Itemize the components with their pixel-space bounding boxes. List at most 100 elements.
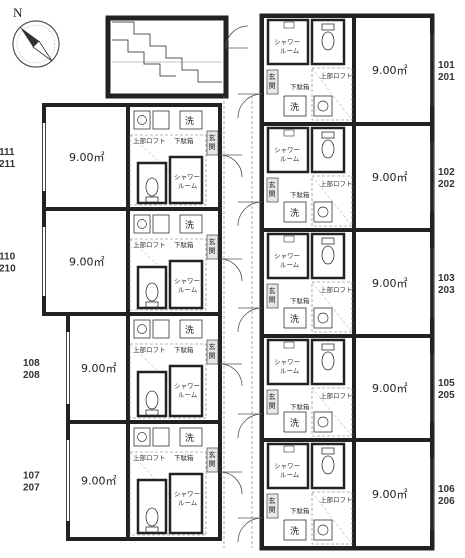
shoebox-label: 下駄箱 bbox=[290, 82, 310, 91]
shower-room-label: ルーム bbox=[280, 155, 300, 163]
room-area bbox=[42, 207, 130, 316]
unit-number-upper: 205 bbox=[438, 390, 455, 401]
appliance-icon bbox=[152, 427, 170, 447]
svg-text:関: 関 bbox=[209, 143, 216, 151]
svg-text:玄: 玄 bbox=[269, 72, 276, 81]
toilet-icon bbox=[145, 390, 159, 410]
entrance-area bbox=[206, 447, 219, 473]
svg-text:玄: 玄 bbox=[209, 237, 216, 246]
appliance-icon bbox=[152, 319, 170, 339]
shower-label: シャワー bbox=[274, 146, 300, 154]
svg-text:玄: 玄 bbox=[269, 286, 276, 295]
shower-room-label: ルーム bbox=[178, 286, 198, 294]
unit-number-upper: 201 bbox=[438, 72, 455, 83]
sink-icon bbox=[313, 95, 333, 117]
room-area-label: 9.00㎡ bbox=[372, 488, 408, 501]
shoebox-label: 下駄箱 bbox=[174, 345, 194, 354]
staircase bbox=[105, 15, 249, 99]
shoebox-label: 下駄箱 bbox=[174, 240, 194, 249]
svg-text:玄: 玄 bbox=[269, 496, 276, 505]
laundry-space bbox=[179, 319, 203, 339]
unit-number-upper: 210 bbox=[0, 264, 16, 275]
entrance-label: 玄関 bbox=[269, 286, 276, 304]
sink-icon bbox=[133, 319, 151, 339]
sink-icon bbox=[313, 307, 333, 329]
laundry-space bbox=[283, 519, 307, 541]
shower-room bbox=[168, 155, 204, 205]
room-area bbox=[66, 420, 130, 541]
room-area-label: 9.00㎡ bbox=[372, 64, 408, 77]
room-area-label: 9.00㎡ bbox=[81, 475, 117, 488]
svg-text:玄: 玄 bbox=[209, 133, 216, 142]
unit-number-upper: 211 bbox=[0, 159, 16, 170]
entrance-area bbox=[206, 130, 219, 156]
shower-room-label: ルーム bbox=[280, 471, 300, 479]
left-unit: 洗シャワールーム上部ロフト下駄箱玄関9.00㎡108208 bbox=[23, 312, 243, 424]
entrance-label: 玄関 bbox=[209, 450, 216, 468]
shower-label: シャワー bbox=[274, 38, 300, 46]
laundry-space bbox=[179, 427, 203, 447]
room-area bbox=[352, 438, 434, 550]
shoebox-label: 下駄箱 bbox=[174, 453, 194, 462]
shower-label: シャワー bbox=[174, 382, 200, 390]
unit-number-lower: 101 bbox=[438, 60, 455, 71]
shower-room bbox=[168, 472, 204, 535]
laundry-space bbox=[283, 307, 307, 329]
room-area-label: 9.00㎡ bbox=[372, 171, 408, 184]
toilet-icon bbox=[145, 177, 159, 197]
unit-number-lower: 103 bbox=[438, 273, 455, 284]
laundry-space bbox=[179, 110, 203, 130]
toilet-icon bbox=[321, 31, 335, 51]
toilet-icon bbox=[145, 507, 159, 527]
toilet-icon bbox=[321, 455, 335, 475]
laundry-label: 洗 bbox=[185, 219, 194, 231]
appliance-icon bbox=[152, 214, 170, 234]
sink-icon bbox=[133, 214, 151, 234]
loft-label: 上部ロフト bbox=[320, 391, 353, 400]
unit-number-upper: 202 bbox=[438, 179, 455, 190]
shower-label: シャワー bbox=[274, 358, 300, 366]
shower-room-label: ルーム bbox=[178, 391, 198, 399]
laundry-label: 洗 bbox=[290, 313, 299, 325]
svg-text:関: 関 bbox=[269, 296, 276, 304]
compass-icon: N bbox=[12, 5, 60, 68]
unit-number-lower: 106 bbox=[438, 484, 455, 495]
svg-text:玄: 玄 bbox=[209, 342, 216, 351]
unit-number-lower: 102 bbox=[438, 167, 455, 178]
shoebox-label: 下駄箱 bbox=[290, 402, 310, 411]
room-area bbox=[352, 122, 434, 232]
sink-icon bbox=[133, 427, 151, 447]
compass-north-label: N bbox=[13, 5, 23, 20]
loft-label: 上部ロフト bbox=[320, 179, 353, 188]
room-area-label: 9.00㎡ bbox=[69, 151, 105, 164]
entrance-area bbox=[266, 69, 279, 95]
unit-number-upper: 207 bbox=[23, 483, 40, 494]
svg-text:関: 関 bbox=[209, 247, 216, 255]
shower-room-label: ルーム bbox=[280, 367, 300, 375]
svg-text:関: 関 bbox=[209, 352, 216, 360]
toilet-icon bbox=[321, 245, 335, 265]
laundry-label: 洗 bbox=[290, 207, 299, 219]
svg-text:玄: 玄 bbox=[209, 450, 216, 459]
room-area bbox=[352, 14, 434, 126]
left-unit: 洗シャワールーム上部ロフト下駄箱玄関9.00㎡110210 bbox=[0, 207, 243, 316]
loft-label: 上部ロフト bbox=[320, 71, 353, 80]
entrance-label: 玄関 bbox=[269, 496, 276, 514]
shoebox-label: 下駄箱 bbox=[290, 190, 310, 199]
laundry-label: 洗 bbox=[185, 432, 194, 444]
entrance-area bbox=[206, 234, 219, 260]
svg-text:玄: 玄 bbox=[269, 180, 276, 189]
shower-room bbox=[168, 364, 204, 418]
room-area-label: 9.00㎡ bbox=[372, 277, 408, 290]
sink-icon bbox=[133, 110, 151, 130]
entrance-label: 玄関 bbox=[269, 72, 276, 90]
room-area-label: 9.00㎡ bbox=[81, 362, 117, 375]
appliance-icon bbox=[152, 110, 170, 130]
entrance-label: 玄関 bbox=[269, 392, 276, 410]
entrance-area bbox=[266, 283, 279, 309]
shower-label: シャワー bbox=[174, 277, 200, 285]
entrance-area bbox=[266, 177, 279, 203]
loft-label: 上部ロフト bbox=[133, 453, 166, 462]
svg-text:関: 関 bbox=[269, 82, 276, 90]
